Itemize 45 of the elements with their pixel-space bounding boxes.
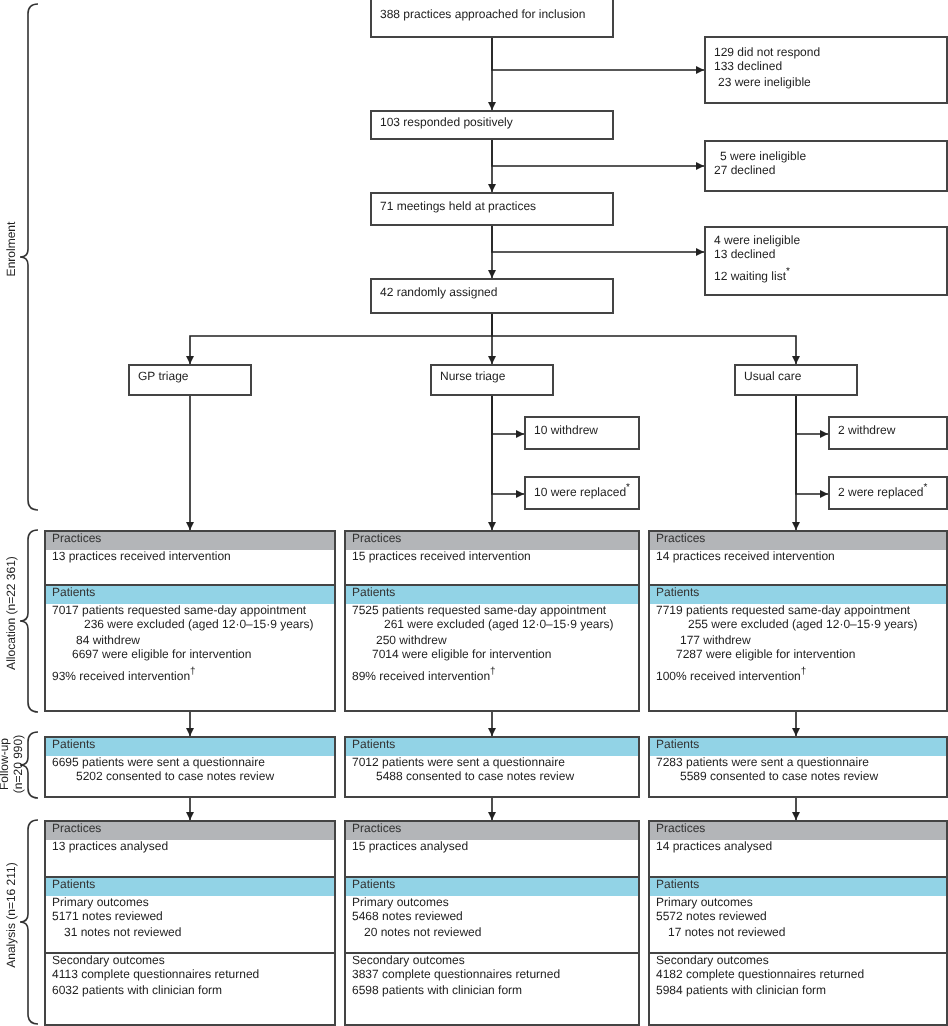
arrow — [488, 711, 496, 737]
process-box — [734, 364, 858, 396]
process-box — [128, 364, 252, 396]
process-box — [704, 140, 948, 192]
process-box — [704, 226, 948, 296]
section-box — [648, 876, 948, 954]
process-box — [828, 476, 948, 510]
section-box — [648, 952, 948, 1026]
section-box — [44, 820, 336, 878]
arrow — [491, 225, 705, 256]
process-box — [704, 36, 948, 104]
section-box — [344, 584, 640, 712]
arrow — [491, 313, 800, 365]
section-box — [44, 530, 336, 586]
section-box — [648, 736, 948, 798]
section-box — [44, 736, 336, 798]
process-box — [524, 416, 640, 450]
arrow — [186, 395, 194, 531]
section-box — [44, 584, 336, 712]
section-box — [344, 952, 640, 1026]
section-box — [344, 736, 640, 798]
arrow — [792, 711, 800, 737]
process-box — [370, 0, 614, 38]
process-box — [828, 416, 948, 450]
arrow — [792, 797, 800, 821]
arrow — [491, 37, 705, 74]
arrow — [491, 139, 705, 170]
section-box — [648, 530, 948, 586]
process-box — [430, 364, 554, 396]
process-box — [370, 110, 614, 140]
process-box — [370, 192, 614, 226]
arrow — [488, 797, 496, 821]
section-box — [648, 584, 948, 712]
process-box — [524, 476, 640, 510]
arrow — [186, 797, 194, 821]
section-box — [648, 820, 948, 878]
section-box — [44, 952, 336, 1026]
process-box — [370, 278, 614, 314]
arrow — [488, 395, 496, 531]
section-box — [344, 876, 640, 954]
section-box — [44, 876, 336, 954]
arrow — [186, 711, 194, 737]
section-box — [344, 820, 640, 878]
arrow — [792, 395, 800, 531]
section-box — [344, 530, 640, 586]
